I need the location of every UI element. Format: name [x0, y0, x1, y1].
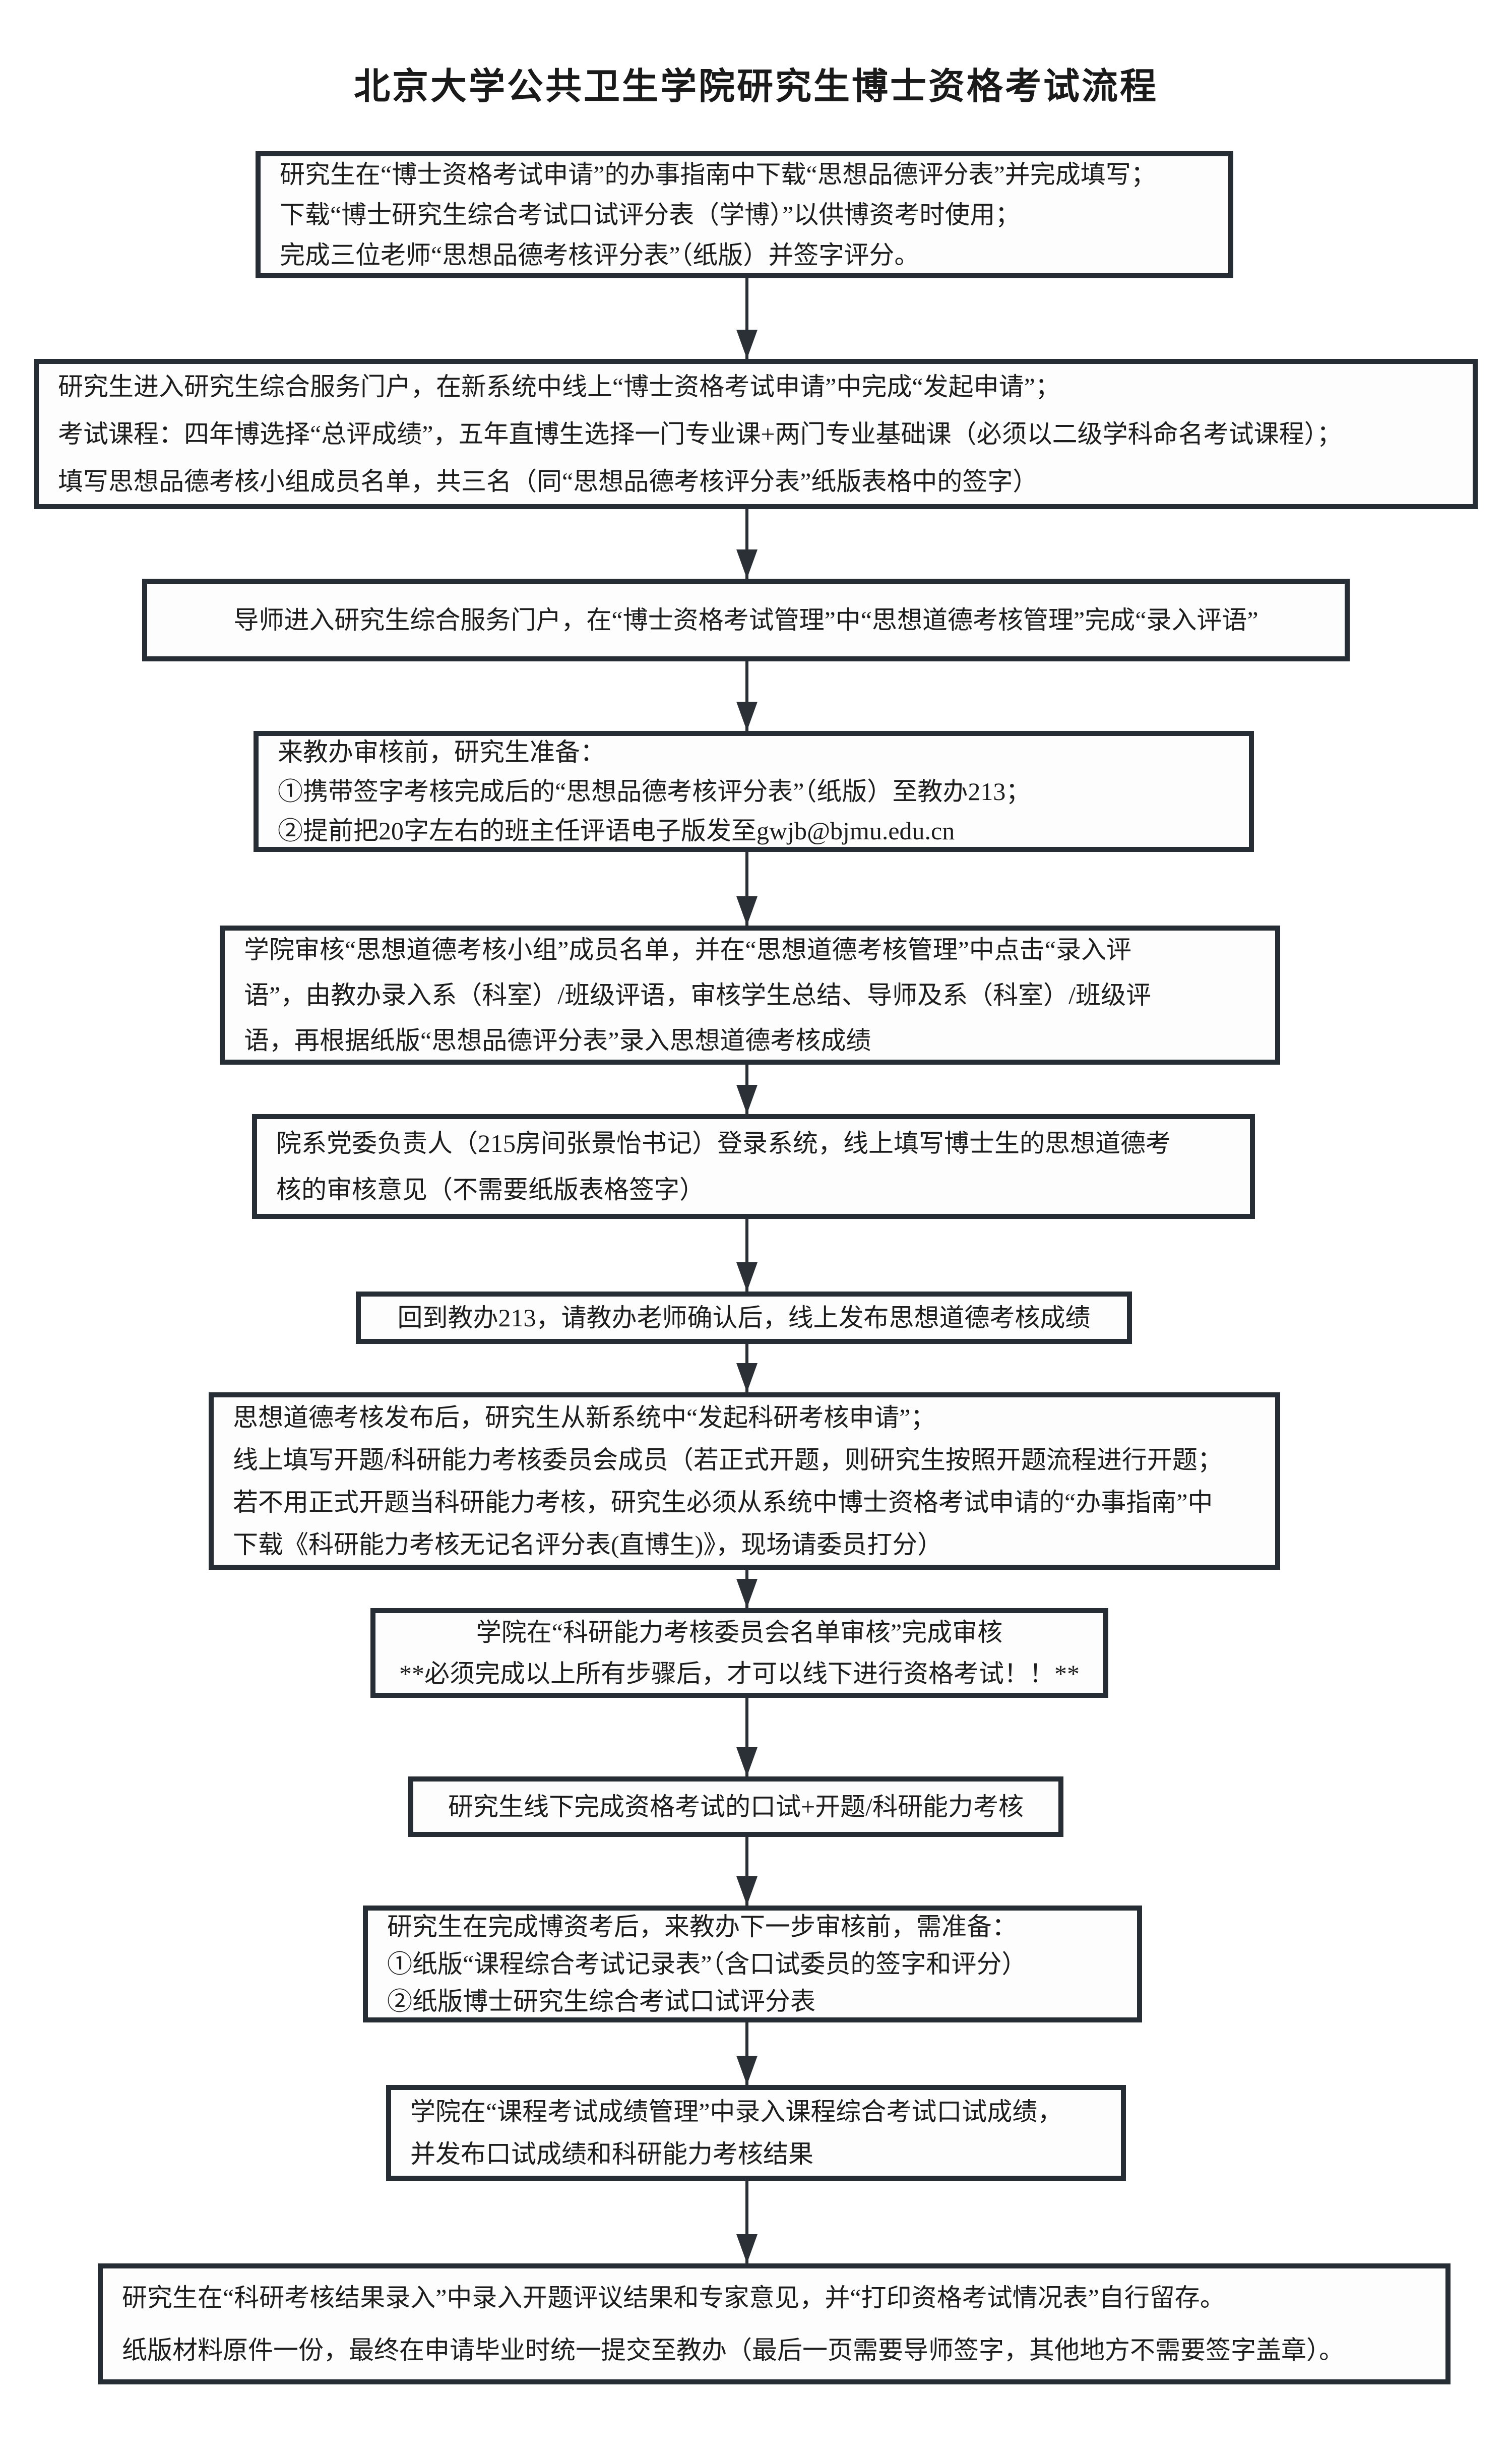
- flow-step-9-text: 学院在“科研能力考核委员会名单审核”完成审核 **必须完成以上所有步骤后，才可以…: [399, 1618, 1080, 1688]
- down-arrow-icon: [745, 1570, 748, 1608]
- flow-step-6: 院系党委负责人（215房间张景怡书记）登录系统，线上填写博士生的思想道德考 核的…: [252, 1114, 1255, 1219]
- down-arrow-icon: [745, 1698, 748, 1776]
- down-arrow-icon: [745, 1065, 748, 1114]
- flow-step-1: 研究生在“博士资格考试申请”的办事指南中下载“思想品德评分表”并完成填写； 下载…: [256, 151, 1233, 278]
- down-arrow-icon: [745, 509, 748, 579]
- down-arrow-icon: [745, 278, 748, 359]
- flow-step-6-text: 院系党委负责人（215房间张景怡书记）登录系统，线上填写博士生的思想道德考 核的…: [276, 1129, 1171, 1204]
- down-arrow-icon: [745, 1219, 748, 1292]
- flow-step-3: 导师进入研究生综合服务门户，在“博士资格考试管理”中“思想道德考核管理”完成“录…: [142, 579, 1350, 661]
- flow-step-5-text: 学院审核“思想道德考核小组”成员名单，并在“思想道德考核管理”中点击“录入评 语…: [244, 936, 1151, 1055]
- flow-step-8-text: 思想道德考核发布后，研究生从新系统中“发起科研考核申请”； 线上填写开题/科研能…: [233, 1403, 1223, 1559]
- flow-step-13: 研究生在“科研考核结果录入”中录入开题评议结果和专家意见，并“打印资格考试情况表…: [98, 2263, 1451, 2384]
- flow-step-4: 来教办审核前，研究生准备： ①携带签字考核完成后的“思想品德考核评分表”（纸版）…: [254, 731, 1254, 852]
- flow-step-12-text: 学院在“课程考试成绩管理”中录入课程综合考试口试成绩， 并发布口试成绩和科研能力…: [410, 2098, 1063, 2168]
- down-arrow-icon: [745, 1837, 748, 1906]
- flow-step-10: 研究生线下完成资格考试的口试+开题/科研能力考核: [408, 1776, 1063, 1837]
- page-title: 北京大学公共卫生学院研究生博士资格考试流程: [353, 67, 1158, 107]
- down-arrow-icon: [745, 2022, 748, 2085]
- flow-step-2: 研究生进入研究生综合服务门户，在新系统中线上“博士资格考试申请”中完成“发起申请…: [34, 359, 1478, 509]
- flow-step-13-text: 研究生在“科研考核结果录入”中录入开题评议结果和专家意见，并“打印资格考试情况表…: [122, 2284, 1344, 2364]
- flow-step-7: 回到教办213，请教办老师确认后，线上发布思想道德考核成绩: [356, 1292, 1132, 1344]
- down-arrow-icon: [745, 2181, 748, 2263]
- flow-step-4-text: 来教办审核前，研究生准备： ①携带签字考核完成后的“思想品德考核评分表”（纸版）…: [278, 738, 1031, 845]
- down-arrow-icon: [745, 661, 748, 731]
- flow-step-10-text: 研究生线下完成资格考试的口试+开题/科研能力考核: [448, 1793, 1024, 1821]
- down-arrow-icon: [745, 1344, 748, 1392]
- flow-step-9: 学院在“科研能力考核委员会名单审核”完成审核 **必须完成以上所有步骤后，才可以…: [370, 1608, 1108, 1698]
- flow-step-1-text: 研究生在“博士资格考试申请”的办事指南中下载“思想品德评分表”并完成填写； 下载…: [280, 160, 1156, 269]
- down-arrow-icon: [745, 852, 748, 926]
- flow-step-8: 思想道德考核发布后，研究生从新系统中“发起科研考核申请”； 线上填写开题/科研能…: [209, 1392, 1280, 1570]
- flow-step-5: 学院审核“思想道德考核小组”成员名单，并在“思想道德考核管理”中点击“录入评 语…: [220, 926, 1280, 1065]
- flow-step-11: 研究生在完成博资考后，来教办下一步审核前，需准备： ①纸版“课程综合考试记录表”…: [363, 1906, 1142, 2022]
- flow-step-2-text: 研究生进入研究生综合服务门户，在新系统中线上“博士资格考试申请”中完成“发起申请…: [58, 373, 1342, 496]
- flow-step-3-text: 导师进入研究生综合服务门户，在“博士资格考试管理”中“思想道德考核管理”完成“录…: [233, 606, 1258, 634]
- flow-step-7-text: 回到教办213，请教办老师确认后，线上发布思想道德考核成绩: [397, 1304, 1091, 1332]
- flow-step-12: 学院在“课程考试成绩管理”中录入课程综合考试口试成绩， 并发布口试成绩和科研能力…: [386, 2085, 1126, 2181]
- flow-step-11-text: 研究生在完成博资考后，来教办下一步审核前，需准备： ①纸版“课程综合考试记录表”…: [387, 1913, 1027, 2015]
